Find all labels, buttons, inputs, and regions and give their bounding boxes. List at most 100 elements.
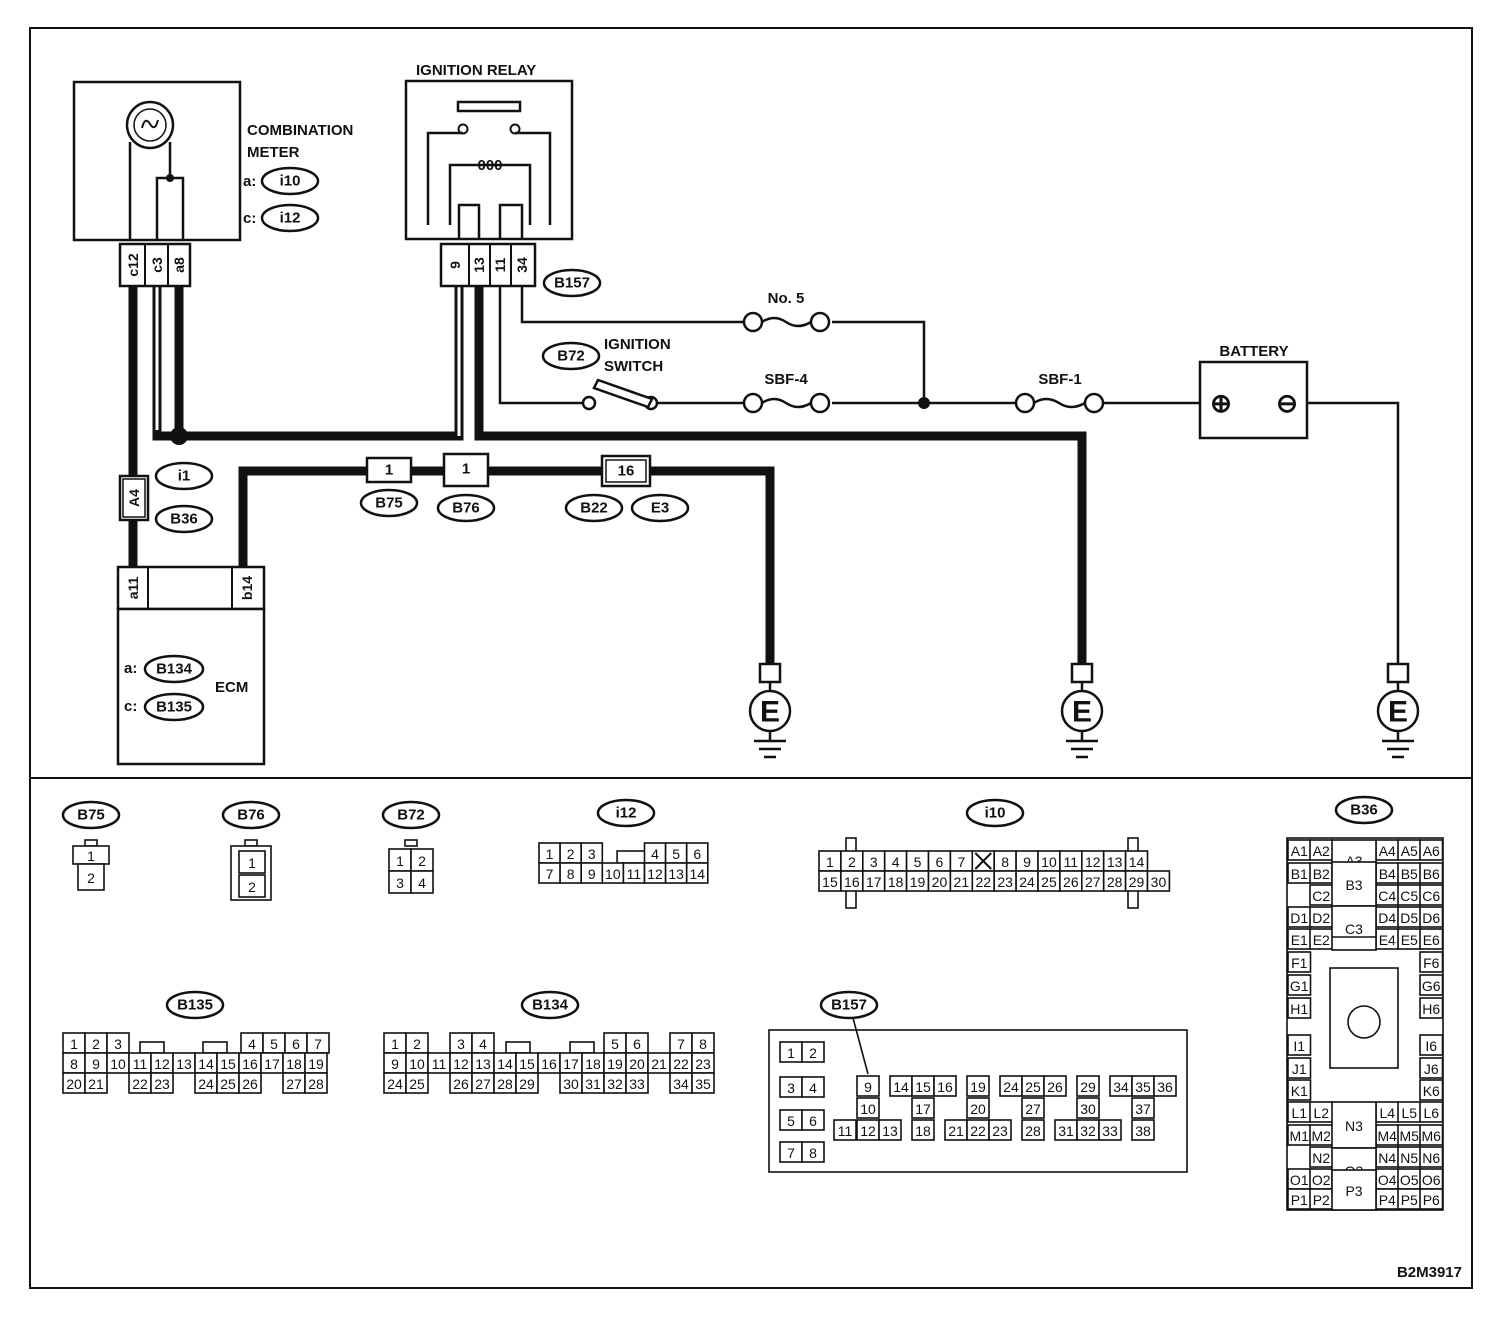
ground-label: E [1072, 696, 1092, 729]
pin-label: 1 [70, 1036, 78, 1052]
pin-label: 27 [1025, 1101, 1041, 1117]
pin-label: 4 [248, 1036, 256, 1052]
pin-label: 17 [915, 1101, 931, 1117]
meter-pin: c12 [125, 253, 141, 277]
pin-label: 20 [932, 874, 948, 890]
pin-label: M6 [1422, 1128, 1442, 1144]
pin-label: A5 [1401, 843, 1418, 859]
pin-label: 26 [1063, 874, 1079, 890]
pin-label: 29 [519, 1076, 535, 1092]
ground-2: E [1060, 662, 1104, 759]
pin-label: J6 [1424, 1061, 1439, 1077]
pin-label: 36 [1157, 1079, 1173, 1095]
meter-name-line1: COMBINATION [247, 122, 353, 139]
pin-label: F6 [1423, 955, 1440, 971]
ecm-pin: b14 [239, 576, 255, 600]
pin-label: N2 [1312, 1150, 1330, 1166]
pin-label: L5 [1401, 1105, 1417, 1121]
pin-label: 6 [633, 1036, 641, 1052]
pin-label: B3 [1345, 877, 1362, 893]
pin-label: 11 [1064, 854, 1079, 870]
meter-pin: a8 [171, 257, 187, 273]
pin-label: L4 [1379, 1105, 1395, 1121]
pin-label: 11 [627, 866, 642, 882]
pin-label: 22 [132, 1076, 148, 1092]
pin-label: 23 [154, 1076, 170, 1092]
pin-label: 1 [391, 1036, 399, 1052]
relay-coil-icon: 000 [477, 157, 502, 174]
pin-label: E1 [1291, 932, 1308, 948]
pin-label: 22 [975, 874, 991, 890]
pin-label: D4 [1378, 910, 1396, 926]
pin-label: 26 [453, 1076, 469, 1092]
pin-label: 11 [432, 1056, 447, 1072]
meter-connector [118, 242, 192, 288]
pin-label: 6 [693, 846, 701, 862]
pin-label: B2 [1313, 866, 1330, 882]
inline-pin: 16 [618, 463, 635, 480]
pin-label: N3 [1345, 1118, 1363, 1134]
pin-label: P5 [1401, 1192, 1418, 1208]
pin-label: 18 [915, 1123, 931, 1139]
pin-label: 17 [264, 1056, 280, 1072]
pin-label: 3 [588, 846, 596, 862]
pin-label: 2 [413, 1036, 421, 1052]
blank-pin-icon [974, 852, 992, 870]
pin-label: 25 [409, 1076, 425, 1092]
pin-label: 7 [787, 1145, 795, 1161]
pin-label: 10 [1041, 854, 1057, 870]
pin-label: 1 [787, 1045, 795, 1061]
connector-badge: B22 [580, 500, 608, 517]
pin-label: 30 [1151, 874, 1167, 890]
pin-label: A6 [1423, 843, 1440, 859]
battery: BATTERY ⊕ ⊖ [1198, 343, 1309, 440]
pin-label: 27 [475, 1076, 491, 1092]
pin-label: 16 [937, 1079, 953, 1095]
pin-label: 10 [605, 866, 621, 882]
pin-label: 19 [308, 1056, 324, 1072]
pin-label: 3 [787, 1080, 795, 1096]
pin-label: 24 [1019, 874, 1035, 890]
pin-label: 2 [248, 879, 256, 895]
ecm-pin: a11 [125, 576, 141, 599]
inline-pin: 1 [462, 461, 470, 478]
pin-label: 2 [418, 853, 426, 869]
pin-label: 3 [870, 854, 878, 870]
relay-pin: 9 [447, 261, 463, 269]
pin-label: 9 [1023, 854, 1031, 870]
pin-label: D1 [1290, 910, 1308, 926]
pin-label: 5 [611, 1036, 619, 1052]
pin-label: L2 [1313, 1105, 1329, 1121]
svg-text:SBF-1: SBF-1 [1038, 371, 1081, 388]
pin-label: N4 [1378, 1150, 1396, 1166]
pin-label: B5 [1401, 866, 1418, 882]
inline-connector-b36: i1 A4 B36 [118, 461, 214, 534]
battery-name: BATTERY [1219, 343, 1288, 360]
pin-label: 20 [629, 1056, 645, 1072]
pin-label: 19 [970, 1079, 986, 1095]
pin-label: 34 [1113, 1079, 1129, 1095]
pin-label: O1 [1290, 1172, 1309, 1188]
pin-label: N6 [1422, 1150, 1440, 1166]
pin-label: 21 [88, 1076, 104, 1092]
pin-label: 14 [1129, 854, 1145, 870]
pin-label: 4 [418, 875, 426, 891]
pin-label: E6 [1423, 932, 1440, 948]
connector-badge: i12 [616, 805, 637, 822]
pin-label: 17 [866, 874, 882, 890]
ground-3: E [1376, 662, 1420, 759]
pin-label: 1 [396, 853, 404, 869]
pin-label: 17 [563, 1056, 579, 1072]
pin-label: 31 [585, 1076, 601, 1092]
pin-label: F1 [1291, 955, 1308, 971]
pin-label: J1 [1292, 1061, 1307, 1077]
connector-badge: B36 [1350, 802, 1378, 819]
pin-label: M2 [1312, 1128, 1332, 1144]
svg-text:No. 5: No. 5 [768, 290, 805, 307]
pin-label: O6 [1422, 1172, 1441, 1188]
pin-label: 4 [809, 1080, 817, 1096]
